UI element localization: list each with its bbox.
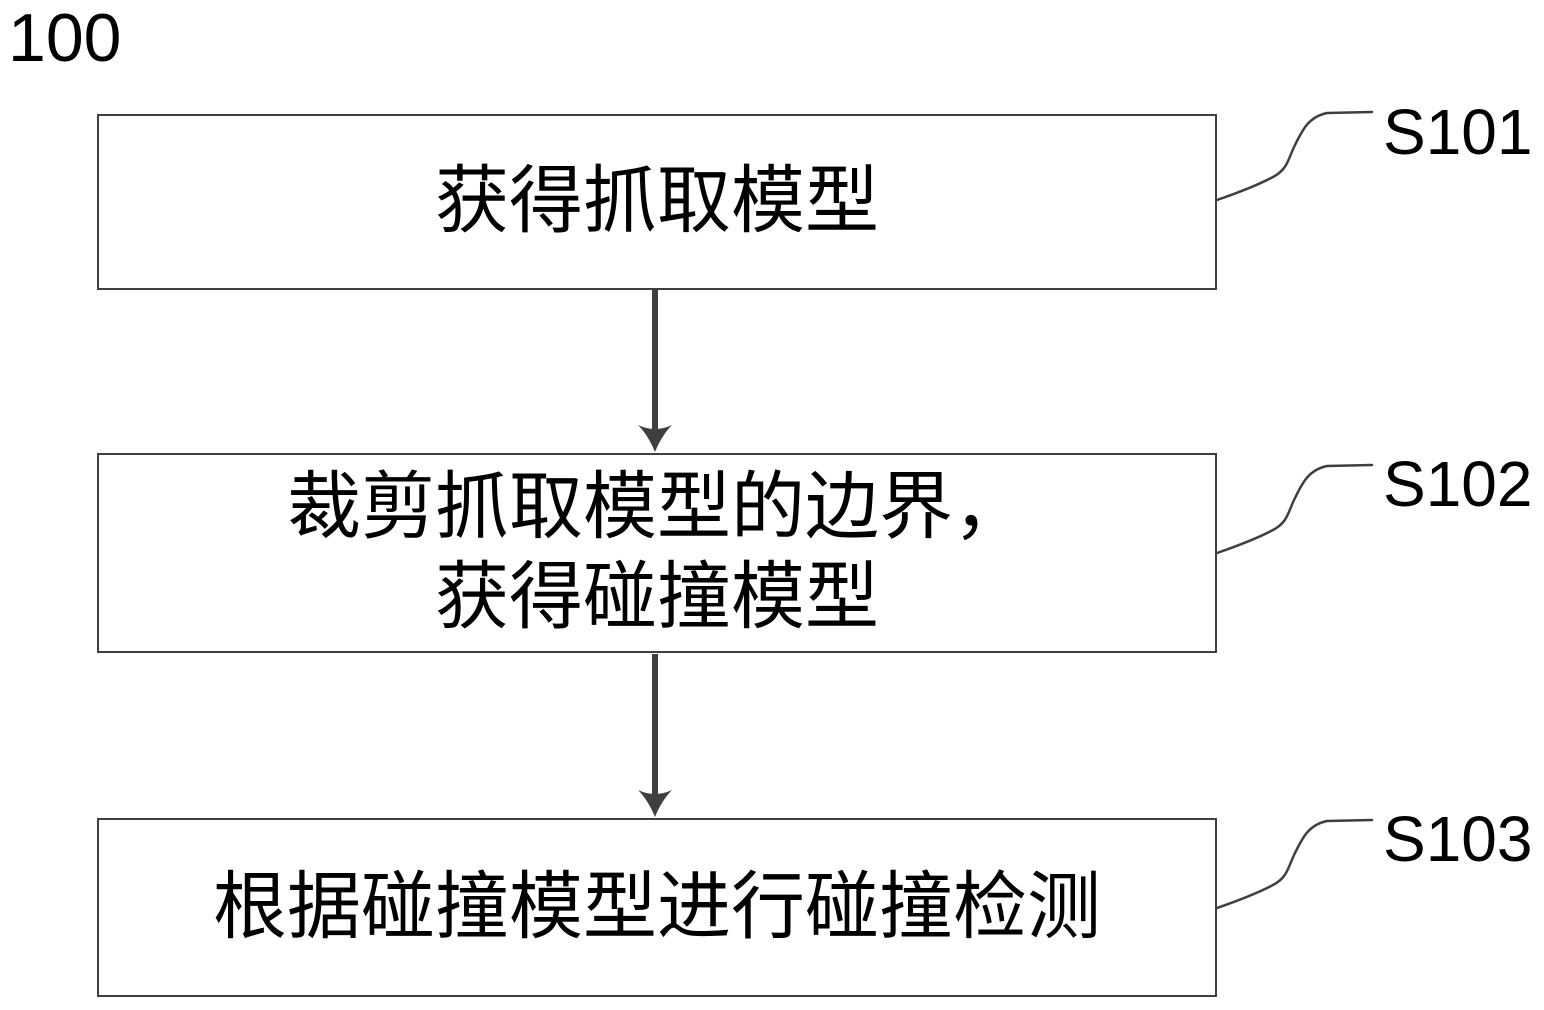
- step-label-s101: S101: [1383, 96, 1533, 168]
- leader-line-s102: [1215, 463, 1374, 555]
- step-label-s102: S102: [1383, 448, 1533, 520]
- step-box-s103: 根据碰撞模型进行碰撞检测: [97, 818, 1217, 997]
- figure-number: 100: [8, 0, 122, 76]
- step-s103-text: 根据碰撞模型进行碰撞检测: [213, 866, 1101, 949]
- step-s102-text-line-1: 裁剪抓取模型的边界，: [287, 467, 1027, 549]
- step-label-s103: S103: [1383, 803, 1533, 875]
- step-s101-text: 获得抓取模型: [435, 161, 879, 243]
- step-box-s102: 裁剪抓取模型的边界， 获得碰撞模型: [97, 453, 1217, 653]
- leader-line-s103: [1215, 818, 1374, 910]
- arrow-down-step1-to-step2: [638, 290, 672, 452]
- step-s102-text-line-2: 获得碰撞模型: [435, 557, 879, 639]
- step-box-s101: 获得抓取模型: [97, 114, 1217, 290]
- leader-line-s101: [1215, 110, 1374, 202]
- arrow-down-step2-to-step3: [638, 654, 672, 817]
